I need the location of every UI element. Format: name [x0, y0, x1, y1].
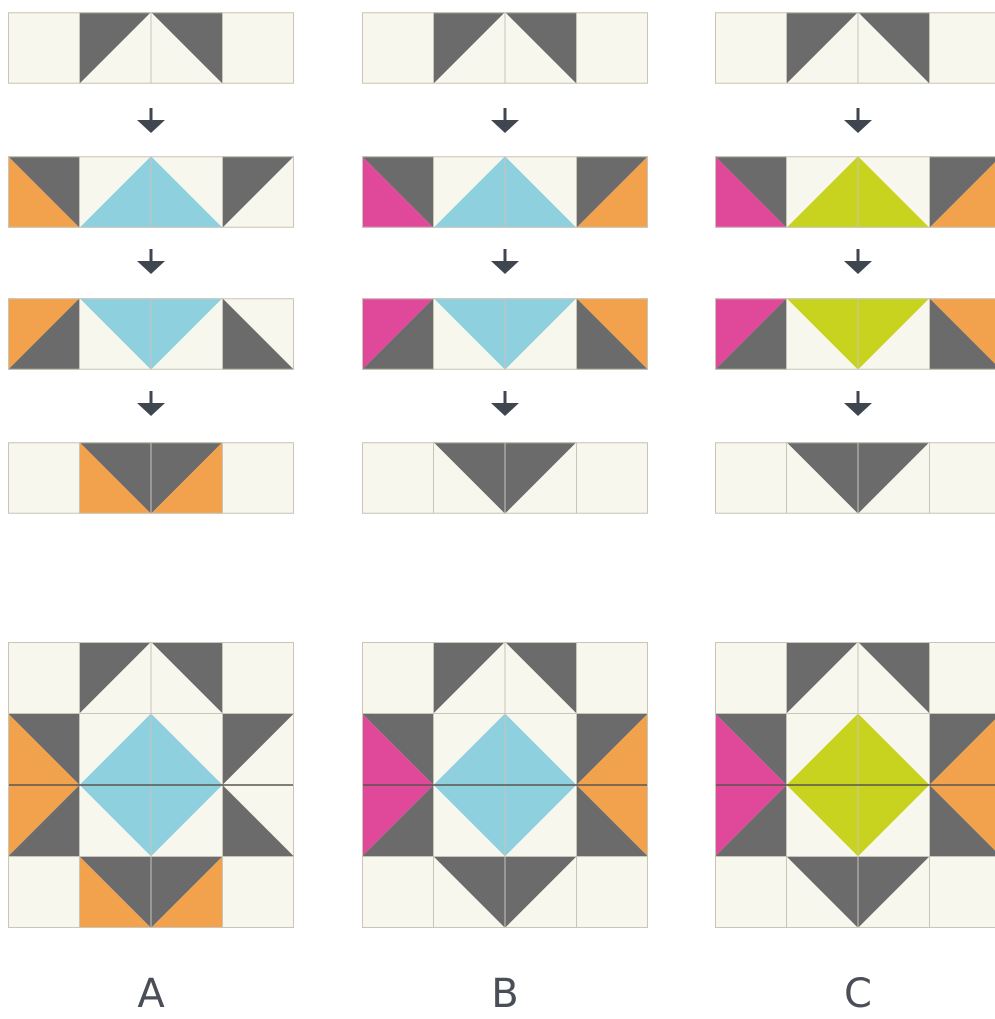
plain-square [930, 642, 995, 714]
plain-square [715, 442, 787, 514]
quilt-row-svg [715, 156, 995, 228]
quilt-block-svg [362, 642, 648, 928]
plain-square [223, 642, 295, 714]
quilt-block-svg [8, 642, 294, 928]
quilt-row-svg [362, 12, 648, 84]
arrow-shaft [504, 108, 507, 122]
plain-square [223, 12, 295, 84]
column-a-row-1 [8, 12, 294, 84]
plain-square [715, 642, 787, 714]
plain-square [715, 12, 787, 84]
arrow-head [491, 261, 519, 274]
column-b: B [362, 0, 648, 1019]
quilt-block-svg [715, 642, 995, 928]
plain-square [362, 642, 434, 714]
column-b-row-1 [362, 12, 648, 84]
arrow-head [491, 403, 519, 416]
arrow-head [491, 120, 519, 133]
down-arrow-icon [133, 389, 169, 419]
plain-square [577, 442, 649, 514]
quilt-row-svg [362, 156, 648, 228]
plain-square [577, 857, 649, 929]
plain-square [930, 857, 995, 929]
plain-square [223, 857, 295, 929]
quilt-row-svg [8, 298, 294, 370]
down-arrow-icon [133, 247, 169, 277]
plain-square [8, 642, 80, 714]
down-arrow-icon [487, 106, 523, 136]
arrow-shaft [857, 391, 860, 405]
column-a-row-4 [8, 442, 294, 514]
quilt-row-svg [362, 298, 648, 370]
column-c-row-3 [715, 298, 995, 370]
plain-square [362, 12, 434, 84]
plain-square [362, 442, 434, 514]
quilt-row-svg [715, 12, 995, 84]
arrow-head [137, 120, 165, 133]
arrow-shaft [150, 391, 153, 405]
arrow-head [137, 261, 165, 274]
arrow-head [137, 403, 165, 416]
column-b-row-4 [362, 442, 648, 514]
arrow-head [844, 120, 872, 133]
column-c-row-1 [715, 12, 995, 84]
column-a-label: A [8, 970, 294, 1018]
arrow-shaft [504, 391, 507, 405]
column-c-label: C [715, 970, 995, 1018]
quilt-row-svg [8, 442, 294, 514]
column-a-row-3 [8, 298, 294, 370]
arrow-shaft [504, 249, 507, 263]
arrow-shaft [150, 249, 153, 263]
column-a-assembled-block [8, 642, 294, 928]
plain-square [8, 12, 80, 84]
quilt-row-svg [8, 12, 294, 84]
plain-square [362, 857, 434, 929]
plain-square [930, 442, 995, 514]
arrow-head [844, 261, 872, 274]
arrow-shaft [150, 108, 153, 122]
down-arrow-icon [840, 247, 876, 277]
plain-square [577, 642, 649, 714]
column-b-label: B [362, 970, 648, 1018]
plain-square [223, 442, 295, 514]
plain-square [715, 857, 787, 929]
column-b-assembled-block [362, 642, 648, 928]
column-c: C [715, 0, 995, 1019]
down-arrow-icon [487, 247, 523, 277]
arrow-shaft [857, 249, 860, 263]
down-arrow-icon [840, 106, 876, 136]
plain-square [577, 12, 649, 84]
down-arrow-icon [133, 106, 169, 136]
plain-square [8, 857, 80, 929]
column-b-row-2 [362, 156, 648, 228]
plain-square [8, 442, 80, 514]
down-arrow-icon [840, 389, 876, 419]
arrow-head [844, 403, 872, 416]
arrow-shaft [857, 108, 860, 122]
column-c-row-2 [715, 156, 995, 228]
quilt-row-svg [362, 442, 648, 514]
down-arrow-icon [487, 389, 523, 419]
column-a-row-2 [8, 156, 294, 228]
quilt-row-svg [715, 442, 995, 514]
quilt-row-svg [715, 298, 995, 370]
column-c-row-4 [715, 442, 995, 514]
plain-square [930, 12, 995, 84]
column-b-row-3 [362, 298, 648, 370]
quilt-row-svg [8, 156, 294, 228]
column-c-assembled-block [715, 642, 995, 928]
column-a: A [8, 0, 294, 1019]
